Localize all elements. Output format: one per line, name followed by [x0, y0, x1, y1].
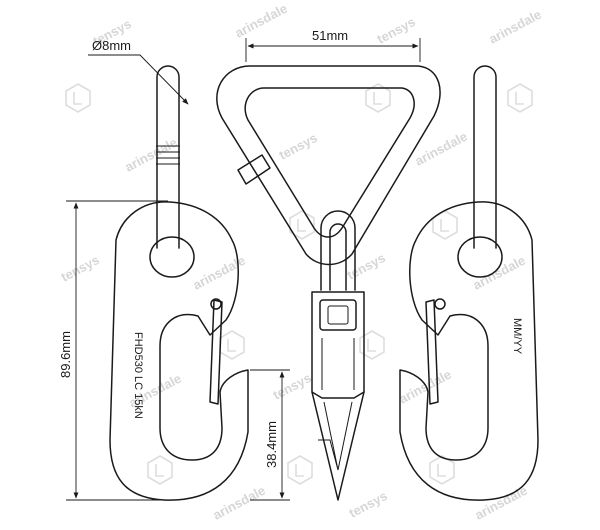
throat-label: 38.4mm	[264, 421, 279, 468]
left-hook-rod	[156, 65, 180, 249]
watermark-logo-icon	[365, 83, 391, 113]
watermark-logo-icon	[507, 83, 533, 113]
watermark-text: arinsdale	[396, 367, 453, 407]
side-view-latch-slot	[327, 305, 349, 325]
dimension-layer: Ø8mm 51mm 89.6mm 38.4mm	[58, 28, 421, 501]
d-ring-inner	[244, 87, 415, 238]
watermark-text: tensys	[58, 252, 101, 285]
watermark-logo-icon	[219, 330, 245, 360]
d-ring-outer	[216, 65, 441, 266]
throat-extension-lines	[250, 369, 290, 501]
left-hook-marking: FHD530 LC 15kN	[132, 332, 144, 419]
watermark-logo-icon	[147, 455, 173, 485]
right-hook-rod	[473, 65, 497, 249]
width-extension-lines	[245, 38, 421, 62]
right-hook-body	[399, 201, 539, 501]
watermark-text: tensys	[270, 370, 313, 403]
watermark-text: arinsdale	[210, 483, 267, 523]
watermark-text: arinsdale	[472, 483, 529, 523]
side-view-eye-inner	[329, 223, 347, 291]
watermark-text: arinsdale	[412, 129, 469, 169]
watermark-text: arinsdale	[486, 7, 543, 47]
left-hook-latch-pin	[210, 298, 222, 310]
left-hook-rod-sleeve	[156, 145, 180, 165]
side-view-latch-lines	[321, 338, 355, 390]
watermark-logo-icon	[289, 210, 315, 240]
watermark-layer: tensys arinsdale tensys arinsdale arinsd…	[58, 1, 543, 523]
right-hook-view: MM/YY	[399, 65, 539, 501]
side-view-assembly	[216, 65, 441, 501]
height-label: 89.6mm	[58, 331, 73, 378]
left-hook-eye	[149, 236, 195, 278]
watermark-logo-icon	[429, 455, 455, 485]
watermark-text: arinsdale	[122, 135, 179, 175]
right-hook-latch	[425, 299, 439, 405]
side-view-point-groove	[318, 401, 353, 471]
diameter-leader	[88, 54, 189, 105]
right-hook-eye	[457, 236, 503, 278]
side-view-latch-plate	[319, 299, 357, 331]
watermark-logo-icon	[287, 455, 313, 485]
left-hook-view: FHD530 LC 15kN	[109, 65, 249, 501]
diameter-label: Ø8mm	[92, 38, 131, 53]
watermark-text: arinsdale	[190, 253, 247, 293]
right-hook-marking: MM/YY	[511, 318, 523, 355]
right-hook-latch-pin	[434, 298, 446, 310]
watermark-text: arinsdale	[232, 1, 289, 41]
watermark-text: tensys	[346, 488, 389, 521]
height-extension-lines	[66, 200, 168, 501]
watermark-logo-icon	[359, 330, 385, 360]
watermark-text: arinsdale	[470, 253, 527, 293]
width-label: 51mm	[312, 28, 348, 43]
watermark-text: tensys	[276, 130, 319, 163]
left-hook-body	[109, 201, 249, 501]
watermark-logo-icon	[65, 83, 91, 113]
d-ring-collar	[237, 154, 271, 185]
side-view-hook-point	[311, 391, 365, 501]
side-view-eye	[320, 210, 356, 291]
watermark-text: tensys	[374, 14, 417, 47]
